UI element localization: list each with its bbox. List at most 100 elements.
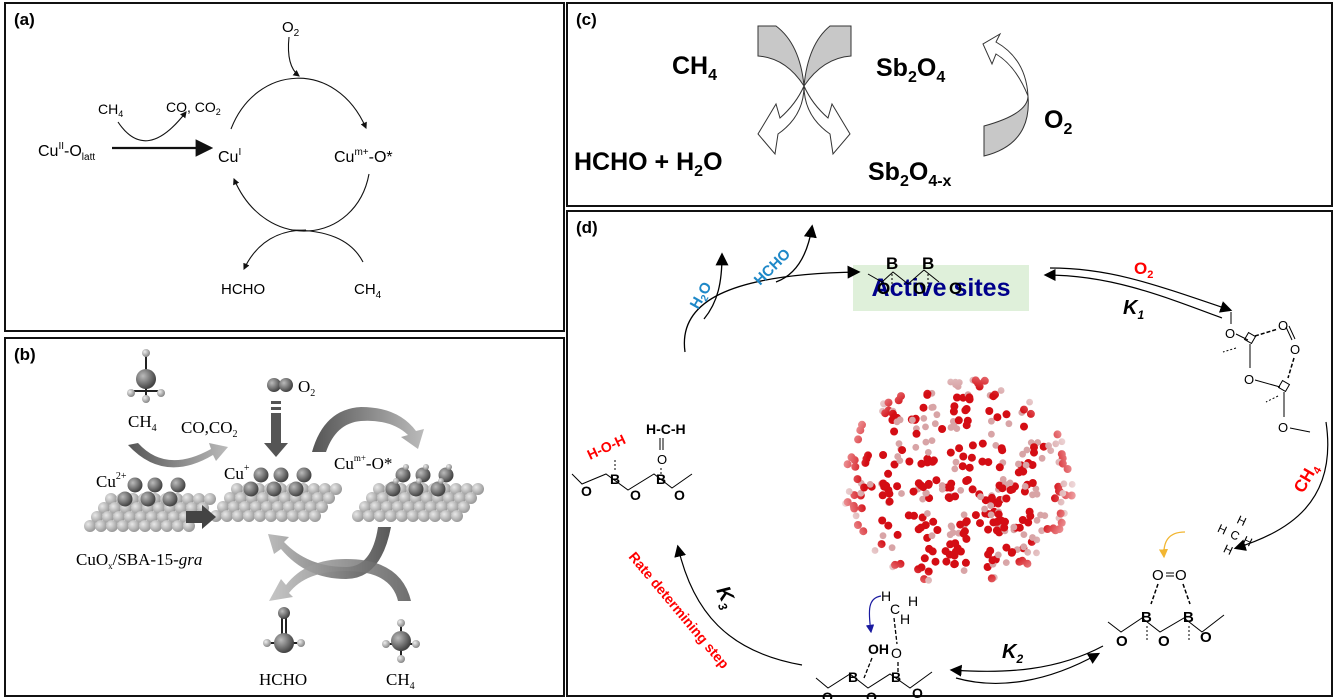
o2-down-arrow <box>264 401 288 457</box>
o2-label: O2 <box>1044 106 1072 138</box>
svg-text:B: B <box>1141 609 1152 626</box>
ch4-molecule-bottom <box>382 619 420 663</box>
o2-arrow <box>287 36 300 77</box>
white-left-arrow <box>757 85 805 156</box>
k1-label: K1 <box>1123 297 1144 322</box>
surface-atom <box>239 501 251 513</box>
svg-text:O: O <box>891 645 902 661</box>
surface-atom <box>261 501 273 513</box>
o2-label: O2 <box>282 19 300 39</box>
surface-atom <box>403 501 415 513</box>
surface-atom <box>377 492 389 504</box>
yellow-attack-arrow <box>1158 531 1186 559</box>
copper-atom <box>170 477 186 493</box>
cu1-surface <box>210 467 342 522</box>
surface-atom <box>168 511 180 523</box>
surface-atom <box>243 510 255 522</box>
svg-text:O: O <box>1200 629 1212 646</box>
h2o-branch-arrow <box>703 252 729 320</box>
copper-atom <box>273 467 289 483</box>
panel-a-diagram: CuII-Olatt CH4 CO, CO2 CuI O2 Cum+-O* HC… <box>38 19 393 301</box>
o2-bridged-structure: O O O B O B O <box>1107 567 1225 650</box>
svg-text:B: B <box>886 254 898 273</box>
surface-atom <box>217 501 229 513</box>
surface-atom <box>330 483 342 495</box>
svg-text:O: O <box>866 689 877 699</box>
ch4-label: CH4 <box>1290 459 1325 497</box>
panel-d: (d) Active sites O B O B O H2O HCHO <box>566 210 1333 699</box>
surface-atom <box>193 493 205 505</box>
svg-text:H: H <box>1235 513 1249 529</box>
cu-i-label: CuI <box>218 147 241 166</box>
active-site-structure: O B O B O <box>867 254 962 298</box>
surface-atom <box>450 483 462 495</box>
crossing-arrows <box>757 25 852 156</box>
surface-atom <box>465 492 477 504</box>
cycle-bottom-arc <box>233 173 370 232</box>
surface-atom <box>161 520 173 532</box>
surface-atom <box>139 520 151 532</box>
o2-molecule <box>267 378 293 392</box>
panel-b-label: (b) <box>14 345 36 364</box>
surface-atom <box>298 510 310 522</box>
o2-cycle-arrow <box>982 32 1029 157</box>
svg-text:O: O <box>581 483 592 499</box>
surface-atom <box>309 510 321 522</box>
ch4-label: CH4 <box>672 52 717 84</box>
svg-text:H: H <box>1221 542 1235 558</box>
lattice-edge-fade <box>836 360 1080 604</box>
surface-atom <box>414 501 426 513</box>
oxygen-atom <box>438 478 444 484</box>
surface-atom <box>228 501 240 513</box>
svg-text:O: O <box>630 487 641 503</box>
svg-text:B: B <box>610 471 620 487</box>
panel-c-label: (c) <box>576 10 597 29</box>
surface-atom <box>276 510 288 522</box>
surface-atom <box>287 510 299 522</box>
panel-c: (c) CH4 HCHO + H2O Sb2O4 Sb2O4-x O2 <box>566 2 1333 207</box>
surface-atom <box>106 520 118 532</box>
ch4-in-arc <box>290 229 364 263</box>
surface-atom <box>373 483 385 495</box>
surface-atom <box>447 501 459 513</box>
surface-atom <box>316 501 328 513</box>
hcho-h2o-label: HCHO + H2O <box>574 148 723 180</box>
surface-atom <box>153 502 165 514</box>
k2-reverse-arrow <box>949 645 1104 677</box>
oxygen-atom <box>403 464 409 470</box>
surface-atom <box>279 492 291 504</box>
ch4-co-arc <box>117 111 187 142</box>
surface-atom <box>461 483 473 495</box>
copper-atom <box>296 467 312 483</box>
gray-left-arrow <box>757 25 805 87</box>
surface-atom <box>231 483 243 495</box>
white-right-arrow <box>803 85 851 156</box>
copper-atom <box>266 481 282 497</box>
ch4-co-arrow <box>128 443 228 468</box>
hcho-arc <box>243 229 307 270</box>
svg-text:B: B <box>656 471 666 487</box>
svg-text:O: O <box>912 685 923 699</box>
k2-label: K2 <box>1002 641 1023 666</box>
hcho-label: HCHO <box>259 670 307 689</box>
surface-atom <box>366 492 378 504</box>
svg-text:H: H <box>1241 533 1255 549</box>
copper-atom <box>408 481 424 497</box>
svg-text:O: O <box>1290 342 1300 357</box>
surface-atom <box>301 492 313 504</box>
surface-atom <box>385 510 397 522</box>
cu1-label: Cu+ <box>224 463 250 483</box>
surface-atom <box>109 502 121 514</box>
surface-atom <box>363 510 375 522</box>
surface-atom <box>175 502 187 514</box>
svg-text:C: C <box>890 601 900 617</box>
surface-atom <box>172 520 184 532</box>
copper-atom <box>385 481 401 497</box>
panel-d-diagram: O B O B O H2O HCHO O2 K1 O O O <box>571 224 1329 699</box>
svg-text:O: O <box>657 452 667 467</box>
catalyst-label: CuOx/SBA-15-gra <box>76 550 202 571</box>
k1-reverse-arrow <box>1043 269 1223 319</box>
svg-text:C: C <box>1228 527 1242 543</box>
copper-atom <box>243 481 259 497</box>
active-sites-label: Active sites <box>871 274 1011 302</box>
